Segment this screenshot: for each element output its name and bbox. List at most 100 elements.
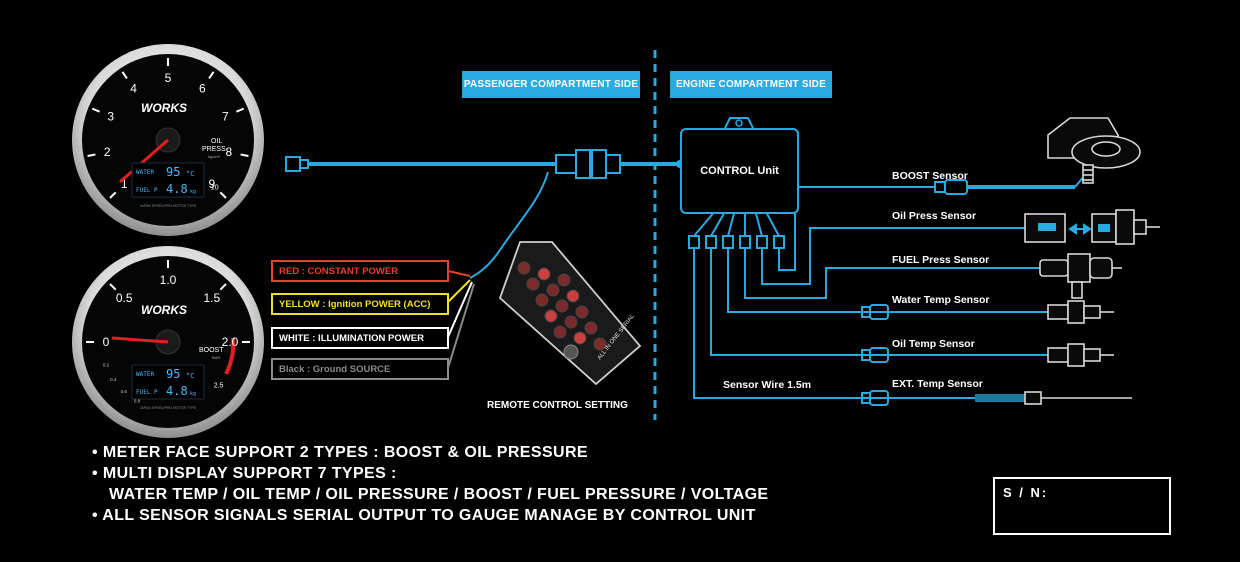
oil-tick-mark — [235, 107, 245, 113]
control-output-sockets — [688, 235, 785, 249]
power-branch-wire — [469, 171, 549, 279]
oil-gauge-lcd: WATER 95 °C FUEL P 4.8 kg — [131, 162, 205, 198]
boost-gauge-needle — [111, 336, 169, 344]
oil-tick-mark — [87, 153, 96, 157]
power-black-box: Black : Ground SOURCE — [271, 358, 449, 380]
remote-button[interactable] — [573, 331, 587, 345]
oil-tick-mark — [109, 191, 117, 199]
boost-gauge: 00.51.01.52.02.50.20.40.60.8 WORKS BOOST… — [72, 246, 264, 438]
remote-button[interactable] — [537, 267, 551, 281]
oil-press-sensor — [1024, 209, 1160, 245]
oil-gauge-name-2: PRESS — [202, 146, 226, 153]
boost-tick-label: 1.0 — [160, 273, 177, 287]
boost-tick-mark — [219, 283, 227, 291]
ext-temp-sensor-label: EXT. Temp Sensor — [892, 378, 983, 390]
boost-tick-label: 1.5 — [203, 291, 220, 305]
boost-tick-label: 2.5 — [214, 382, 224, 389]
power-white-label: WHITE : ILLUMINATION POWER — [279, 332, 424, 344]
boost-tick-label: 0.5 — [116, 291, 133, 305]
boost-lcd-row1-label: WATER — [136, 371, 154, 378]
remote-button[interactable] — [517, 261, 531, 275]
boost-tick-label: 0 — [103, 335, 110, 349]
water-temp-sensor — [861, 300, 1114, 324]
boost-neg-tick-label: 0.6 — [121, 389, 128, 394]
remote-button[interactable] — [546, 283, 560, 297]
oil-tick-mark — [240, 153, 249, 157]
oil-temp-sensor — [861, 343, 1114, 367]
power-yellow-label: YELLOW : Ignition POWER (ACC) — [279, 298, 431, 310]
remote-button[interactable] — [535, 293, 549, 307]
boost-gauge-footer: JAPAN SPEED/PRO MOTOR TYPE — [140, 406, 197, 410]
power-white-box: WHITE : ILLUMINATION POWER — [271, 327, 449, 349]
inline-connector-a — [555, 154, 577, 174]
boost-lcd-row1-unit: °C — [186, 372, 194, 380]
remote-caption: REMOTE CONTROL SETTING — [487, 400, 628, 411]
inline-connector-d — [605, 154, 621, 174]
oil-lcd-row2-unit: kg — [190, 189, 196, 195]
boost-gauge-brand: WORKS — [141, 303, 187, 317]
power-yellow-box: YELLOW : Ignition POWER (ACC) — [271, 293, 449, 315]
oil-tick-label: 8 — [225, 145, 232, 159]
gauge-plug — [285, 156, 301, 172]
oil-tick-mark — [121, 71, 128, 80]
oil-temp-sensor-label: Oil Temp Sensor — [892, 338, 975, 350]
oil-press-sensor-label: Oil Press Sensor — [892, 210, 977, 222]
power-black-lead — [447, 283, 475, 369]
oil-lcd-row1-unit: °C — [186, 170, 194, 178]
serial-number-box[interactable]: S / N: — [993, 477, 1171, 535]
feature-line-1: • METER FACE SUPPORT 2 TYPES : BOOST & O… — [92, 444, 589, 461]
remote-button[interactable] — [557, 273, 571, 287]
remote-button[interactable] — [584, 321, 598, 335]
engine-side-label: ENGINE COMPARTMENT SIDE — [670, 71, 832, 98]
boost-neg-tick-label: 0.4 — [110, 377, 117, 382]
boost-neg-tick-label: 0.8 — [134, 398, 141, 403]
oil-gauge-needle — [119, 138, 169, 184]
oil-gauge-unit: kg/cm² — [208, 154, 221, 159]
oil-tick-mark — [208, 71, 215, 80]
control-mount-tab — [724, 117, 754, 129]
inline-connector-c — [591, 149, 607, 179]
sensor-harness — [693, 186, 1050, 399]
remote-main-button[interactable] — [563, 344, 579, 360]
fuel-press-sensor-label: FUEL Press Sensor — [892, 254, 990, 266]
control-output-fan — [693, 209, 780, 237]
oil-gauge-brand: WORKS — [141, 101, 187, 115]
oil-tick-label: 2 — [104, 145, 111, 159]
boost-redzone — [224, 337, 236, 375]
oil-tick-label: 10 — [211, 185, 219, 192]
boost-sensor-body — [1047, 117, 1141, 184]
serial-number-label: S / N: — [1003, 485, 1049, 500]
oil-tick-label: 7 — [222, 109, 229, 123]
remote-button[interactable] — [575, 305, 589, 319]
remote-button[interactable] — [566, 289, 580, 303]
oil-tick-label: 4 — [130, 81, 137, 95]
gauge-plug-tip — [299, 159, 309, 169]
oil-gauge-footer: JAPAN SPEED/PRO MOTOR TYPE — [140, 204, 197, 208]
passenger-side-label: PASSENGER COMPARTMENT SIDE — [462, 71, 640, 98]
remote-button[interactable] — [526, 277, 540, 291]
power-red-box: RED : CONSTANT POWER — [271, 260, 449, 282]
oil-press-arrow — [1068, 223, 1092, 235]
oil-tick-label: 6 — [199, 81, 206, 95]
boost-tick-label: 2.0 — [222, 335, 239, 349]
remote-button[interactable] — [544, 309, 558, 323]
feature-line-2: • MULTI DISPLAY SUPPORT 7 TYPES : — [92, 465, 397, 482]
boost-tick-mark — [109, 283, 117, 291]
remote-button[interactable] — [564, 315, 578, 329]
remote-button[interactable] — [553, 325, 567, 339]
remote-button[interactable] — [555, 299, 569, 313]
boost-gauge-lcd: WATER 95 °C FUEL P 4.8 kg — [131, 364, 205, 400]
oil-lcd-row2-value: 4.8 — [166, 182, 188, 196]
water-temp-sensor-label: Water Temp Sensor — [892, 294, 990, 306]
remote-buttons: ALL IN ONE SERIAL — [517, 261, 636, 361]
remote-button[interactable] — [593, 337, 607, 351]
feature-line-3: WATER TEMP / OIL TEMP / OIL PRESSURE / B… — [109, 486, 769, 503]
boost-lcd-row2-unit: kg — [190, 391, 196, 397]
oil-tick-label: 1 — [121, 177, 128, 191]
oil-lcd-row2-label: FUEL P — [136, 187, 158, 194]
boost-neg-tick-label: 0.2 — [103, 363, 110, 368]
power-red-lead — [447, 270, 471, 277]
